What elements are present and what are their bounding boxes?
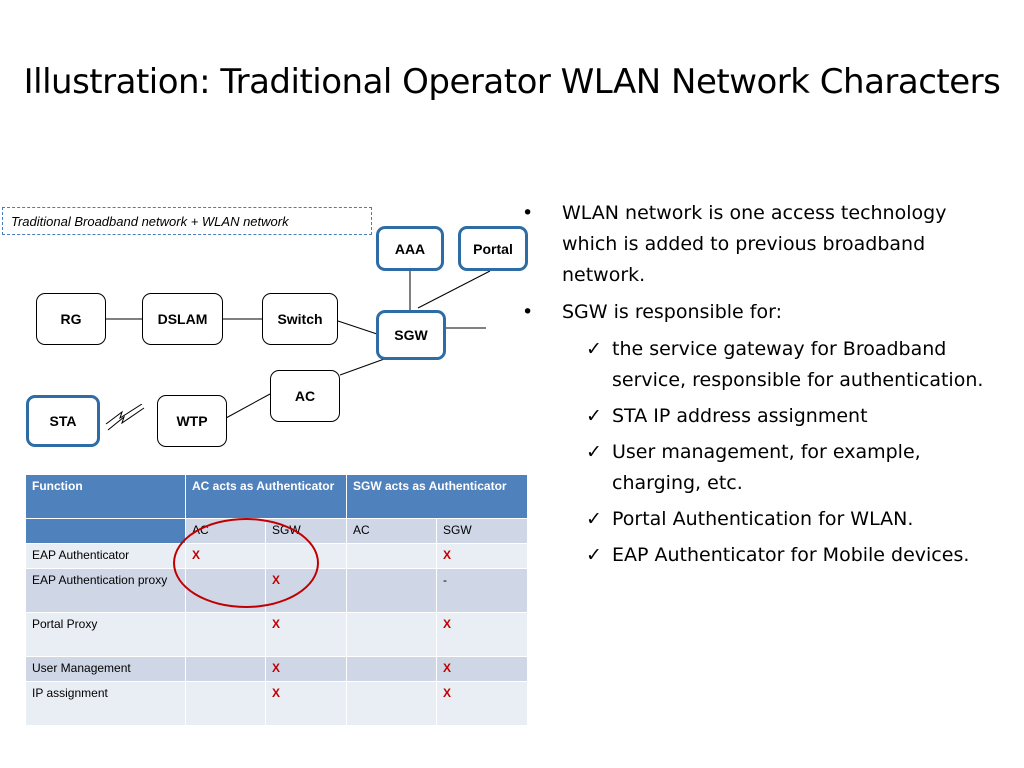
sub-bullet-text: Portal Authentication for WLAN. — [612, 508, 914, 530]
row-function: IP assignment — [25, 681, 186, 726]
bullet-dot-icon: • — [522, 301, 534, 323]
row-cell: X — [436, 612, 528, 657]
row-cell: X — [265, 656, 347, 682]
line-switch-sgw — [337, 320, 378, 335]
sub-bullet-item: ✓ EAP Authenticator for Mobile devices. — [520, 540, 990, 571]
checkmark-icon: ✓ — [586, 441, 602, 463]
node-aaa: AAA — [376, 226, 444, 271]
sub-bullet-text: STA IP address assignment — [612, 405, 868, 427]
header-ac-authenticator: AC acts as Authenticator — [185, 474, 347, 519]
sub-bullet-item: ✓ the service gateway for Broadband serv… — [520, 334, 990, 396]
line-portal-sgw — [417, 270, 491, 309]
node-wtp: WTP — [157, 395, 227, 447]
highlight-circle — [173, 518, 319, 608]
bullet-text: SGW is responsible for: — [562, 301, 782, 323]
sub-bullet-text: the service gateway for Broadband servic… — [612, 338, 984, 391]
node-rg: RG — [36, 293, 106, 345]
row-cell: X — [436, 681, 528, 726]
checkmark-icon: ✓ — [586, 405, 602, 427]
line-wtp-ac — [225, 393, 271, 419]
subheader-sgw-2: SGW — [436, 518, 528, 544]
checkmark-icon: ✓ — [586, 508, 602, 530]
row-cell — [346, 681, 437, 726]
table-header-row: Function AC acts as Authenticator SGW ac… — [25, 474, 528, 519]
row-function: Portal Proxy — [25, 612, 186, 657]
row-cell: X — [436, 543, 528, 569]
header-sgw-authenticator: SGW acts as Authenticator — [346, 474, 528, 519]
table-row: Portal Proxy X X — [25, 612, 528, 657]
row-cell — [185, 681, 266, 726]
row-cell — [185, 656, 266, 682]
row-cell: X — [436, 656, 528, 682]
row-cell: X — [265, 681, 347, 726]
bullet-item: • WLAN network is one access technology … — [520, 198, 990, 291]
row-cell — [346, 612, 437, 657]
subheader-empty — [25, 518, 186, 544]
bullet-item: • SGW is responsible for: — [520, 297, 990, 328]
connection-lines — [106, 270, 491, 419]
checkmark-icon: ✓ — [586, 544, 602, 566]
node-switch: Switch — [262, 293, 338, 345]
node-dslam: DSLAM — [142, 293, 223, 345]
checkmark-icon: ✓ — [586, 338, 602, 360]
row-cell — [346, 656, 437, 682]
row-cell: - — [436, 568, 528, 613]
node-sta: STA — [26, 395, 100, 447]
row-cell — [346, 543, 437, 569]
row-function: User Management — [25, 656, 186, 682]
sub-bullet-text: EAP Authenticator for Mobile devices. — [612, 544, 970, 566]
diagram-caption: Traditional Broadband network + WLAN net… — [2, 207, 372, 235]
row-cell — [185, 612, 266, 657]
sub-bullet-item: ✓ Portal Authentication for WLAN. — [520, 504, 990, 535]
bullet-list: • WLAN network is one access technology … — [520, 198, 990, 576]
node-ac: AC — [270, 370, 340, 422]
bullet-text: WLAN network is one access technology wh… — [562, 202, 947, 286]
node-portal: Portal — [458, 226, 528, 271]
sub-bullet-item: ✓ User management, for example, charging… — [520, 437, 990, 499]
table-row: IP assignment X X — [25, 681, 528, 726]
row-function: EAP Authentication proxy — [25, 568, 186, 613]
bullet-dot-icon: • — [522, 202, 534, 224]
header-function: Function — [25, 474, 186, 519]
row-cell — [346, 568, 437, 613]
row-function: EAP Authenticator — [25, 543, 186, 569]
network-diagram: Traditional Broadband network + WLAN net… — [0, 0, 540, 470]
table-row: User Management X X — [25, 656, 528, 682]
slide-title: Illustration: Traditional Operator WLAN … — [23, 62, 1001, 102]
sub-bullet-item: ✓ STA IP address assignment — [520, 401, 990, 432]
subheader-ac-2: AC — [346, 518, 437, 544]
row-cell: X — [265, 612, 347, 657]
sub-bullet-text: User management, for example, charging, … — [612, 441, 921, 494]
node-sgw: SGW — [376, 310, 446, 360]
wireless-link-icon — [105, 404, 145, 431]
line-ac-sgw — [339, 357, 388, 376]
